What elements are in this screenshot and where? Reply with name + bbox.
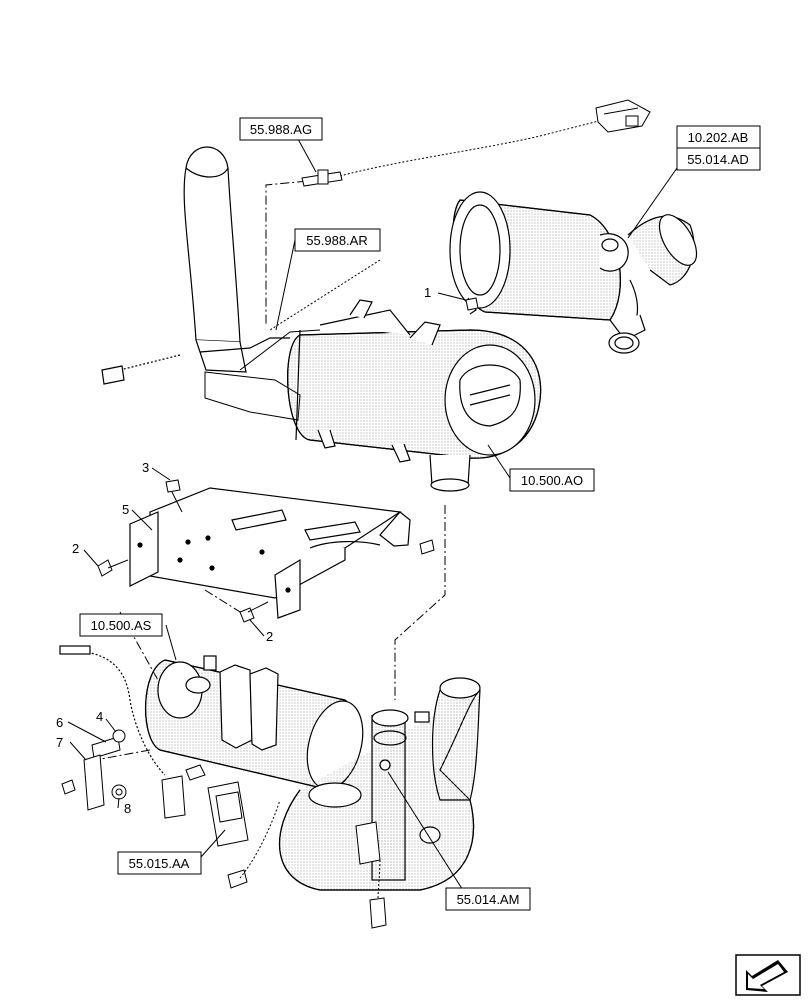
exhaust-pipe-lower <box>278 677 481 891</box>
diesel-oxidation-catalyst <box>287 299 542 492</box>
callout-3: 3 <box>142 460 149 475</box>
ref-55-015-aa[interactable]: 55.015.AA <box>117 851 202 875</box>
svg-text:10.500.AS: 10.500.AS <box>91 618 152 633</box>
svg-text:55.988.AG: 55.988.AG <box>250 122 312 137</box>
air-cleaner <box>449 191 698 354</box>
callout-4: 4 <box>96 709 103 724</box>
nox-sensor-modules <box>161 764 387 929</box>
callout-1: 1 <box>424 285 431 300</box>
callout-8: 8 <box>124 801 131 816</box>
callout-leaders <box>67 127 678 896</box>
callout-2-left: 2 <box>72 541 79 556</box>
bolts <box>97 297 479 623</box>
ref-10-500-ao[interactable]: 10.500.AO <box>509 468 595 492</box>
exhaust-stack <box>101 146 290 385</box>
svg-text:55.014.AM: 55.014.AM <box>457 892 520 907</box>
callout-5: 5 <box>122 502 129 517</box>
clamp-parts <box>61 729 127 811</box>
mounting-plate <box>129 487 411 619</box>
svg-text:10.202.AB: 10.202.AB <box>688 130 749 145</box>
callout-6: 6 <box>56 715 63 730</box>
svg-text:10.500.AO: 10.500.AO <box>521 473 583 488</box>
svg-text:55.014.AD: 55.014.AD <box>687 152 748 167</box>
exhaust-temperature-sensor <box>301 99 651 187</box>
ref-55-014-ad[interactable]: 55.014.AD <box>676 147 761 171</box>
ref-55-988-ar[interactable]: 55.988.AR <box>294 228 381 252</box>
item-callouts: 1 3 5 2 2 4 6 7 8 <box>56 285 431 816</box>
callout-2-bottom: 2 <box>266 629 273 644</box>
corner-arrow-icon[interactable] <box>735 954 801 996</box>
ref-55-988-ag[interactable]: 55.988.AG <box>239 117 323 141</box>
ref-10-500-as[interactable]: 10.500.AS <box>79 613 163 637</box>
reference-labels: 55.988.AG 55.988.AR 10.202.AB 55.014.AD … <box>79 117 761 911</box>
svg-text:55.988.AR: 55.988.AR <box>306 233 367 248</box>
callout-7: 7 <box>56 735 63 750</box>
svg-text:55.015.AA: 55.015.AA <box>129 856 190 871</box>
ref-55-014-am[interactable]: 55.014.AM <box>445 887 531 911</box>
ref-10-202-ab[interactable]: 10.202.AB <box>676 125 761 149</box>
